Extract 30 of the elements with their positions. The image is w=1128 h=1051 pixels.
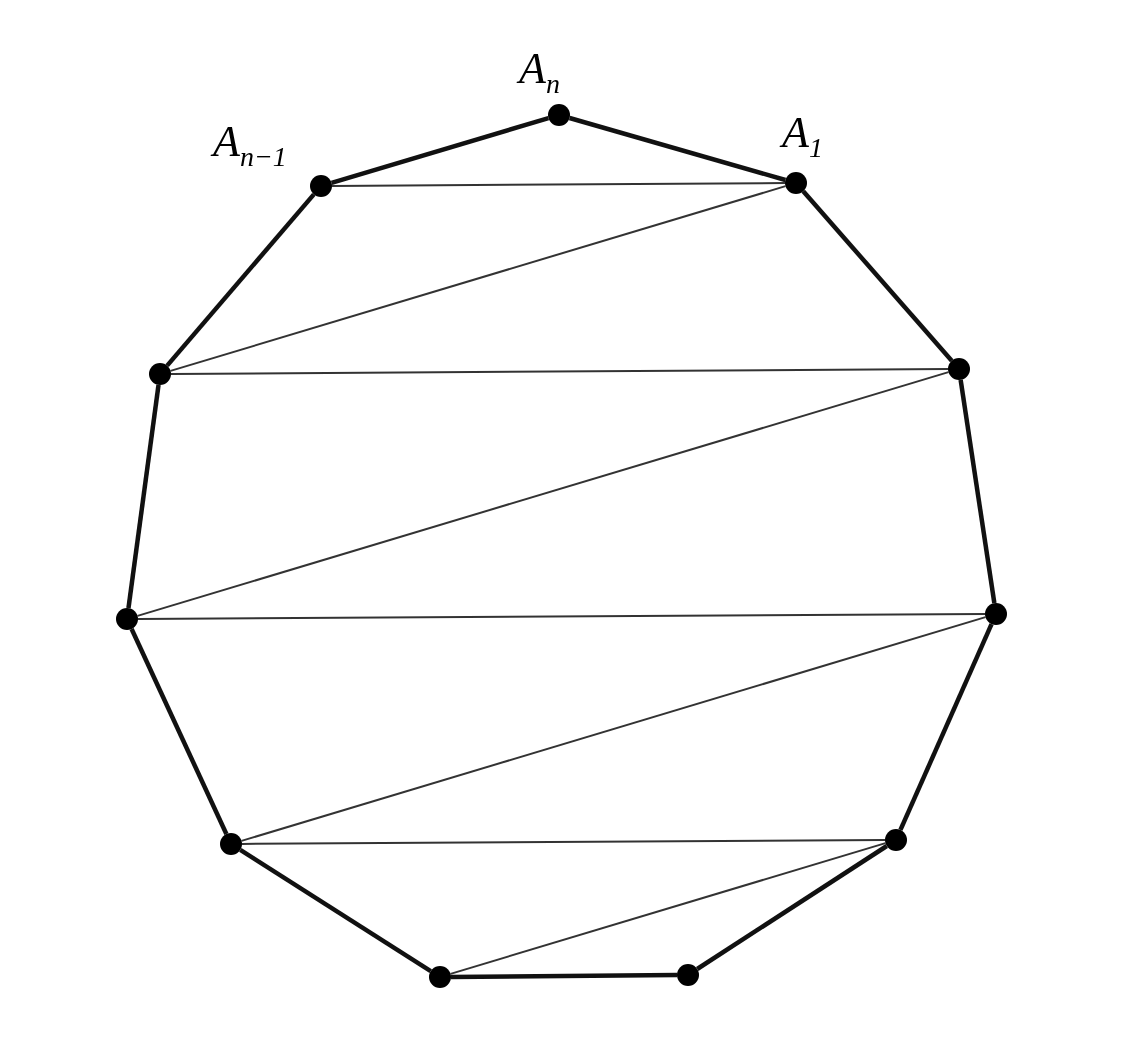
diagonal-line [169, 185, 787, 372]
vertex-dot [677, 964, 699, 986]
vertex-dot [429, 966, 451, 988]
polygon-side [801, 189, 954, 363]
diagonal-line [449, 842, 887, 975]
diagonal-line [137, 613, 986, 620]
polygon-side [898, 623, 994, 831]
polygon-side [126, 384, 161, 609]
vertex-dot [985, 603, 1007, 625]
polygon-side [568, 115, 787, 183]
vertex-dot [948, 358, 970, 380]
vertex-dot [149, 363, 171, 385]
vertex-dot [310, 175, 332, 197]
polygon-side [451, 972, 677, 980]
vertex-dot [785, 172, 807, 194]
polygon-side [239, 848, 432, 973]
diagonal-line [241, 839, 886, 845]
vertex-dot [885, 829, 907, 851]
polygon-side [958, 379, 997, 604]
vertex-dot [548, 104, 570, 126]
polygon-side [129, 628, 229, 835]
diagonal-line [240, 616, 987, 842]
diagonal-line [170, 368, 949, 375]
polygon-side [330, 116, 550, 185]
diagonal-line [331, 182, 786, 187]
diagonal-line [136, 371, 950, 617]
vertex-dot [116, 608, 138, 630]
polygon-side [696, 844, 888, 971]
polygon-side [165, 192, 316, 368]
vertex-dot [220, 833, 242, 855]
